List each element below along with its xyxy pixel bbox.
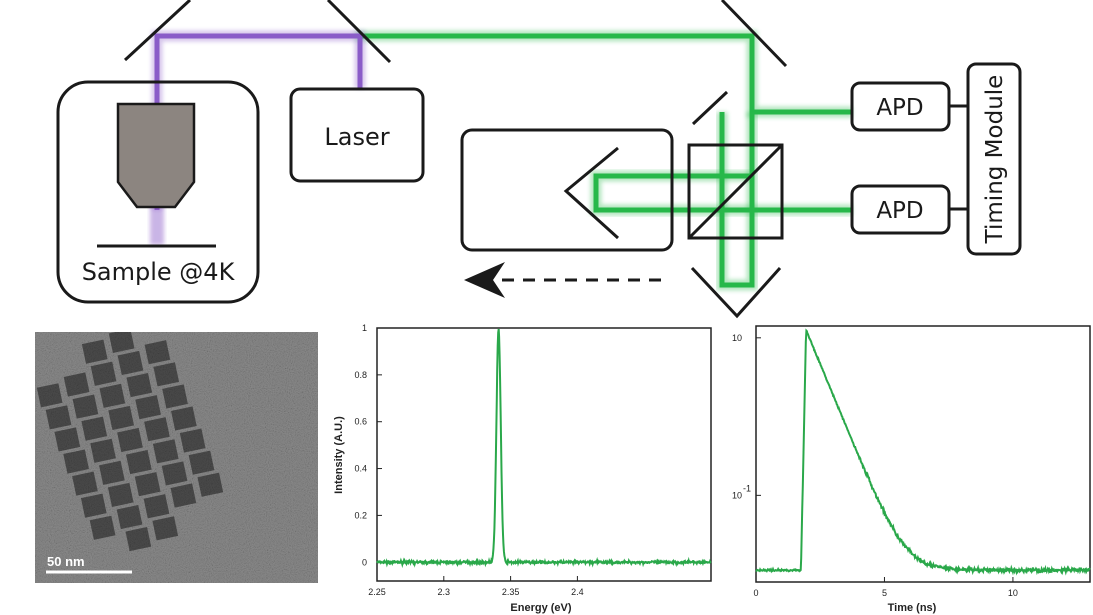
chart1-ytick-label: 0.2 xyxy=(354,510,367,520)
timing-module-label: Timing Module xyxy=(982,75,1008,245)
chart1-ytick-label: 0.8 xyxy=(354,370,367,380)
sample-label: Sample @4K xyxy=(82,258,236,286)
chart1-ylabel: Intensity (A.U.) xyxy=(333,416,345,494)
chart1-xtick-label: 2.4 xyxy=(571,587,584,597)
chart1-xtick-label: 2.3 xyxy=(438,587,451,597)
laser-label: Laser xyxy=(324,123,389,151)
timing-module-box xyxy=(966,62,1022,256)
optical-beams xyxy=(150,30,852,291)
optical-components xyxy=(56,0,1022,319)
chart2-frame xyxy=(755,325,1091,583)
chart2-xtick-label: 5 xyxy=(882,588,887,598)
green-beam-core xyxy=(355,33,852,115)
dichroic-mirror xyxy=(326,0,392,64)
green-beam-down xyxy=(719,112,755,288)
mirror-apd-top xyxy=(691,90,729,126)
purple-beam-focus xyxy=(150,205,164,245)
scale-bar-label: 50 nm xyxy=(47,554,85,569)
green-beam-spectrometer xyxy=(593,173,852,213)
beam-splitter-cube xyxy=(687,143,784,240)
chart1-xtick-label: 2.35 xyxy=(502,587,520,597)
chart2-ytick-label: 10 xyxy=(732,333,742,343)
chart2-ytick-label: 10 xyxy=(732,490,742,500)
chart1-ticks: 2.25 2.3 2.35 2.4 0 0.2 0.4 0.6 0.8 1 xyxy=(354,323,583,597)
chart1-xtick-label: 2.25 xyxy=(368,587,386,597)
chart1-ytick-label: 0.6 xyxy=(354,417,367,427)
chart1-frame xyxy=(376,327,712,582)
cryostat-box xyxy=(56,80,260,304)
retro-mirror-bottom xyxy=(690,266,782,319)
chart1-ytick-label: 0 xyxy=(362,557,367,567)
chart1-ytick-label: 0.4 xyxy=(354,464,367,474)
pl-spectrum-chart: 2.25 2.3 2.35 2.4 0 0.2 0.4 0.6 0.8 1 Energy (eV)… xyxy=(333,323,712,614)
objective-lens xyxy=(116,102,196,209)
tem-grain xyxy=(35,332,318,583)
green-emission-beam xyxy=(355,30,852,291)
spectrometer-box xyxy=(460,128,674,252)
laser-box xyxy=(289,87,425,183)
spectrometer-grating xyxy=(563,146,620,240)
chart1-ytick-label: 1 xyxy=(362,323,367,333)
chart1-series-line xyxy=(376,328,712,569)
apd-bottom-label: APD xyxy=(876,198,923,224)
chart2-series-line xyxy=(755,328,1091,576)
chart2-xtick-label: 10 xyxy=(1008,588,1018,598)
mirror-top-left xyxy=(123,0,192,62)
green-beam-glow xyxy=(355,30,852,118)
chart1-xlabel: Energy (eV) xyxy=(510,602,571,614)
tem-micrograph: 50 nm xyxy=(35,332,318,583)
chart2-xlabel: Time (ns) xyxy=(888,602,937,614)
arrow-head-left xyxy=(464,262,505,298)
output-arrow xyxy=(464,262,666,298)
chart2-ytick-exponent: -1 xyxy=(743,483,751,493)
chart2-xtick-label: 0 xyxy=(753,588,758,598)
apd-top-label: APD xyxy=(876,95,923,121)
mirror-top-right xyxy=(720,0,788,68)
